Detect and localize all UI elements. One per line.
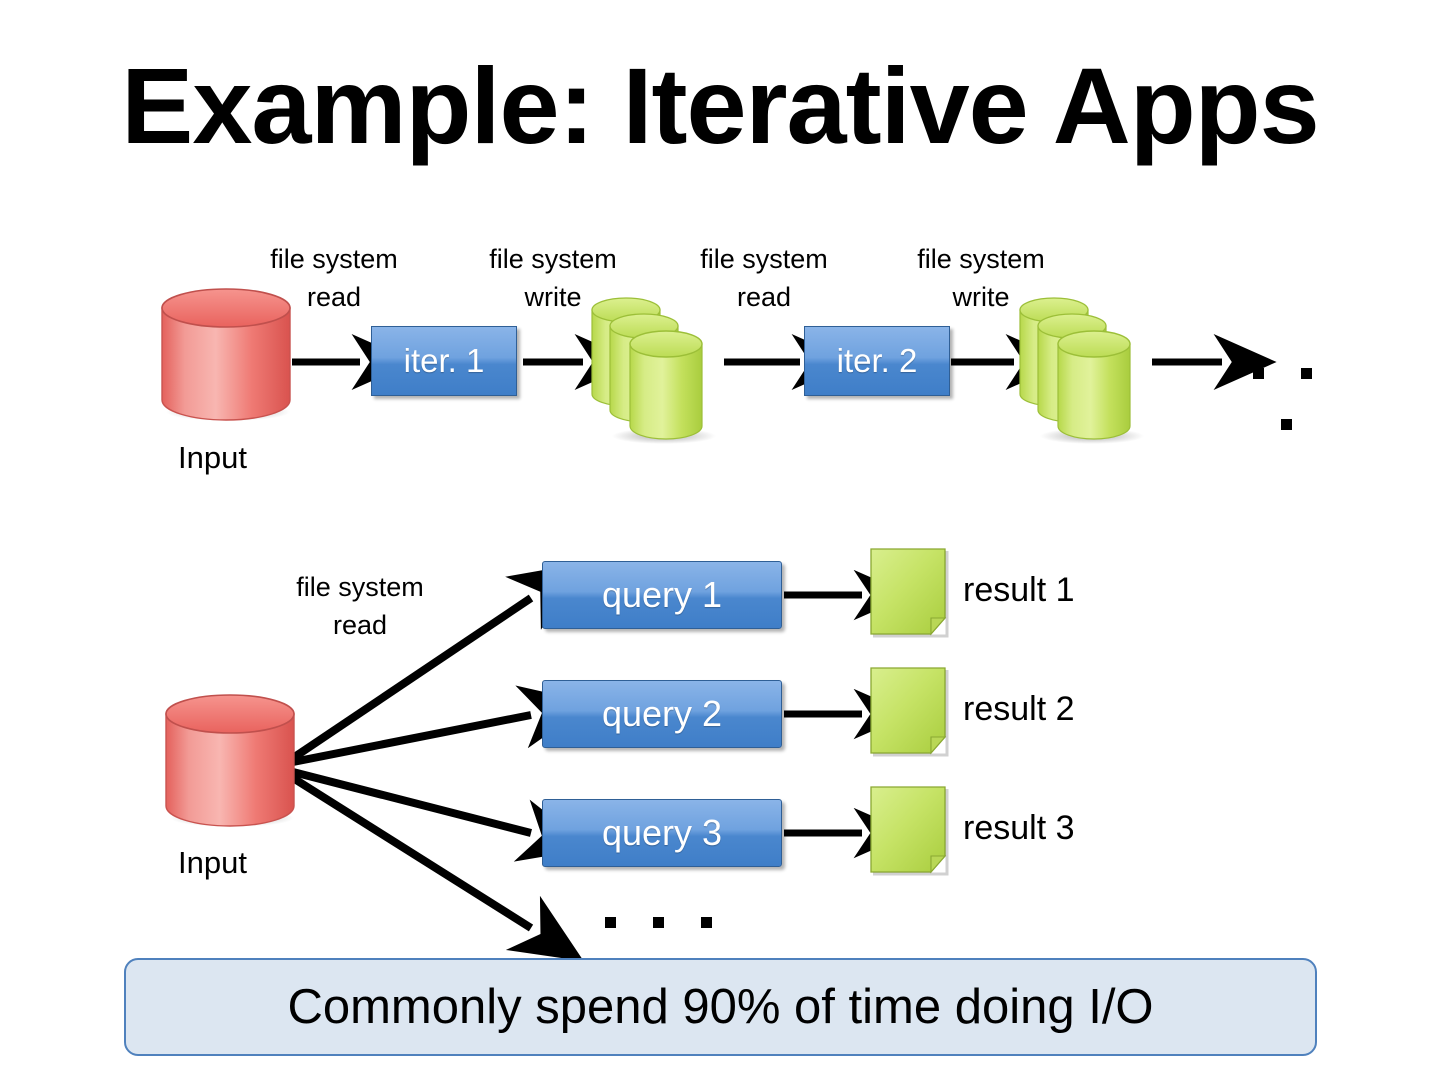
- process-box-query-2[interactable]: query 2: [542, 680, 782, 748]
- row2-input-label: Input: [178, 845, 247, 880]
- arrow-input-to-query3: [292, 768, 592, 862]
- result-label-3: result 3: [963, 809, 1075, 847]
- process-box-query-3[interactable]: query 3: [542, 799, 782, 867]
- process-box-iter-2[interactable]: iter. 2: [804, 326, 950, 396]
- arrow-input-to-ellipsis: [290, 774, 584, 962]
- ellipsis-dot: [653, 917, 664, 928]
- cylinder-icon-input-row1: [156, 288, 296, 424]
- ellipsis-dot: [1301, 368, 1312, 379]
- document-icon-result-2: [868, 665, 952, 761]
- result-label-1: result 1: [963, 571, 1075, 609]
- row1-label-0: file system read: [270, 244, 398, 312]
- process-box-iter-1[interactable]: iter. 1: [371, 326, 517, 396]
- cylinder-icon-input-row2: [160, 692, 300, 832]
- cylinder-stack-icon-storage-1: [586, 296, 734, 446]
- result-label-2: result 2: [963, 690, 1075, 728]
- callout-banner-text: Commonly spend 90% of time doing I/O: [287, 980, 1154, 1034]
- process-box-iter-1-label: iter. 1: [403, 342, 485, 379]
- process-box-query-1-label: query 1: [601, 574, 723, 615]
- row2-read-label: file system read: [296, 572, 424, 640]
- row1-label-1: file system write: [489, 244, 617, 312]
- process-box-query-1[interactable]: query 1: [542, 561, 782, 629]
- page-title: Example: Iterative Apps: [121, 45, 1319, 166]
- ellipsis-dot: [605, 917, 616, 928]
- row1-input-label: Input: [178, 440, 247, 475]
- process-box-query-2-label: query 2: [601, 693, 723, 734]
- ellipsis-dot: [1281, 419, 1292, 430]
- row1-label-3: file system write: [917, 244, 1045, 312]
- arrow-input-to-query2: [292, 685, 593, 766]
- process-box-iter-2-label: iter. 2: [836, 342, 918, 379]
- process-box-query-3-label: query 3: [601, 812, 723, 853]
- ellipsis-dot: [701, 917, 712, 928]
- callout-banner: Commonly spend 90% of time doing I/O: [124, 958, 1317, 1056]
- ellipsis-dot: [1253, 368, 1264, 379]
- document-icon-result-1: [868, 546, 952, 642]
- cylinder-stack-icon-storage-2: [1014, 296, 1162, 446]
- document-icon-result-3: [868, 784, 952, 880]
- row1-label-2: file system read: [700, 244, 828, 312]
